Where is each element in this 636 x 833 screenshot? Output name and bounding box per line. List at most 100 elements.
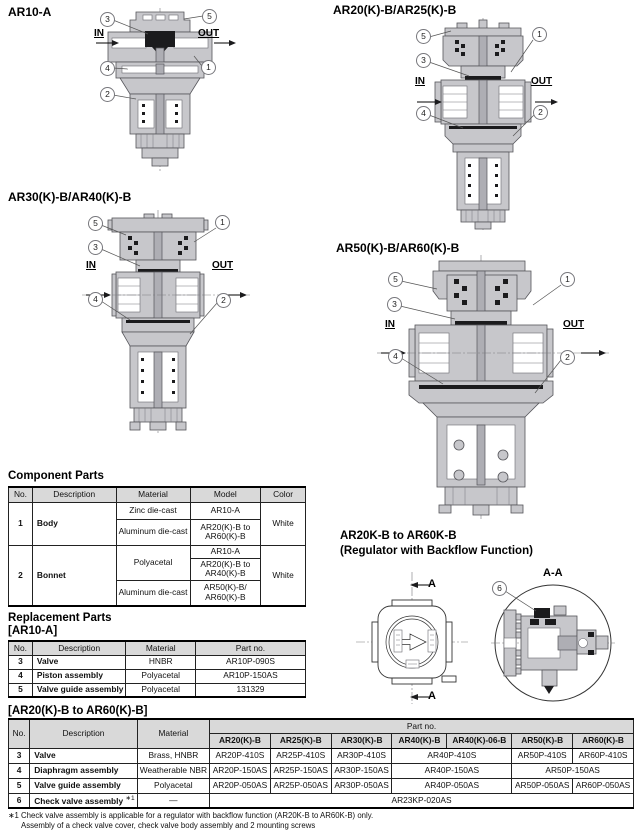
callout-1: 1 xyxy=(560,272,575,287)
replacement-parts-heading: Replacement Parts xyxy=(8,612,112,624)
table-cell-model: AR10-A xyxy=(189,544,262,559)
section-view-label: A-A xyxy=(543,567,563,579)
callout-1: 1 xyxy=(201,60,216,75)
table-cell-part-no: AR25P-150AS xyxy=(269,762,332,779)
table-cell-description: Valve xyxy=(31,654,127,670)
callout-5: 5 xyxy=(202,9,217,24)
column-header-no: No. xyxy=(7,718,31,749)
column-header-description: Description xyxy=(29,718,138,749)
table-row: 4 Diaphragm assembly Weatherable NBR AR2… xyxy=(7,762,634,779)
callout-3: 3 xyxy=(100,12,115,27)
in-port-label: IN xyxy=(385,319,395,330)
callout-1: 1 xyxy=(532,27,547,42)
component-parts-heading: Component Parts xyxy=(8,470,104,482)
ar30-cross-section-drawing xyxy=(82,210,250,434)
column-header-material: Material xyxy=(115,486,191,503)
in-port-label: IN xyxy=(415,76,425,87)
replacement-parts-subheading: [AR10-A] xyxy=(8,625,58,637)
table-cell-description: Bonnet xyxy=(31,544,117,607)
table-cell-part-no: AR50P-410S xyxy=(511,747,574,764)
diagram-title-ar10: AR10-A xyxy=(8,5,52,19)
diagram-ar10: 3 5 4 1 2 IN OUT xyxy=(86,6,238,176)
callout-3: 3 xyxy=(387,297,402,312)
column-header-model: AR60(K)-B xyxy=(572,732,634,749)
table-cell-description: Valve guide assembly xyxy=(29,777,138,794)
table-cell-description: Body xyxy=(31,501,117,546)
table-row: 5 Valve guide assembly Polyacetal 131329 xyxy=(8,682,307,698)
callout-4: 4 xyxy=(416,106,431,121)
footnote-line2: Assembly of a check valve cover, check v… xyxy=(21,821,316,830)
table-cell-description: Valve xyxy=(29,747,138,764)
footnote-marker: ∗1 xyxy=(125,794,135,802)
in-port-label: IN xyxy=(86,260,96,271)
diagram-title-ar30: AR30(K)-B/AR40(K)-B xyxy=(8,190,132,204)
table-cell-model: AR10-A xyxy=(189,501,262,520)
column-header-no: No. xyxy=(8,486,33,503)
table-cell-part-no: AR40P-150AS xyxy=(391,762,513,779)
backflow-heading-line1: AR20K-B to AR60K-B xyxy=(340,530,457,542)
callout-5: 5 xyxy=(388,272,403,287)
table-cell-no: 6 xyxy=(7,792,31,809)
callout-5: 5 xyxy=(88,216,103,231)
callout-6: 6 xyxy=(492,581,507,596)
table-cell-part-no: AR40P-410S xyxy=(391,747,513,764)
table-cell-part-no: AR50P-050AS xyxy=(511,777,574,794)
table-cell-material: Polyacetal xyxy=(125,682,196,698)
column-header-model: Model xyxy=(189,486,262,503)
callout-2: 2 xyxy=(216,293,231,308)
table-row: 3 Valve Brass, HNBR AR20P-410S AR25P-410… xyxy=(7,747,634,764)
table-cell-description: Piston assembly xyxy=(31,668,127,684)
callout-2: 2 xyxy=(100,87,115,102)
column-header-description: Description xyxy=(31,486,117,503)
ar50-cross-section-drawing xyxy=(377,255,609,519)
table-cell-part-no: AR20P-150AS xyxy=(209,762,271,779)
table-cell-no: 5 xyxy=(8,682,33,698)
column-header-description: Description xyxy=(31,640,127,656)
table-row: 3 Valve HNBR AR10P-090S xyxy=(8,654,307,670)
table-cell-material: Aluminum die-cast xyxy=(115,518,191,546)
table-cell-model: AR50(K)-B/ AR60(K)-B xyxy=(189,579,262,607)
table-row: 4 Piston assembly Polyacetal AR10P-150AS xyxy=(8,668,307,684)
backflow-heading-line2: (Regulator with Backflow Function) xyxy=(340,545,533,557)
table-cell-no: 3 xyxy=(8,654,33,670)
footnote-line1: ∗1 Check valve assembly is applicable fo… xyxy=(8,811,374,820)
table-row: 6 Check valve assembly ∗1 — AR23KP-020AS xyxy=(7,792,634,809)
component-parts-table: No. Description Material Model Color 1 B… xyxy=(8,486,306,607)
column-header-model: AR40(K)-06-B xyxy=(446,732,513,749)
table-cell-part-no: AR30P-410S xyxy=(330,747,393,764)
table-cell-part-no: AR10P-150AS xyxy=(194,668,307,684)
callout-5: 5 xyxy=(416,29,431,44)
table-cell-no: 2 xyxy=(8,544,33,607)
table-cell-material: Zinc die-cast xyxy=(115,501,191,520)
callout-4: 4 xyxy=(88,292,103,307)
table-cell-color: White xyxy=(260,544,306,607)
replacement-parts-table: No. Description Material Part no. 3 Valv… xyxy=(8,640,307,698)
diagram-title-ar50: AR50(K)-B/AR60(K)-B xyxy=(336,241,460,255)
callout-4: 4 xyxy=(388,349,403,364)
table-cell-material: Polyacetal xyxy=(136,777,211,794)
table-cell-part-no: AR60P-410S xyxy=(572,747,634,764)
column-header-part-no: Part no. xyxy=(209,718,634,734)
table-cell-material: — xyxy=(136,792,211,809)
out-port-label: OUT xyxy=(198,28,220,39)
backflow-drawing xyxy=(356,572,615,704)
table-cell-part-no: AR50P-150AS xyxy=(511,762,634,779)
table-cell-description: Diaphragm assembly xyxy=(29,762,138,779)
table-cell-model: AR20(K)-B to AR40(K)-B xyxy=(189,557,262,581)
table-cell-no: 4 xyxy=(8,668,33,684)
table-cell-material: HNBR xyxy=(125,654,196,670)
callout-2: 2 xyxy=(560,350,575,365)
column-header-model: AR25(K)-B xyxy=(269,732,332,749)
callout-3: 3 xyxy=(88,240,103,255)
in-port-label: IN xyxy=(94,28,104,39)
table-cell-part-no: AR30P-150AS xyxy=(330,762,393,779)
table-cell-part-no: AR20P-050AS xyxy=(209,777,271,794)
out-port-label: OUT xyxy=(531,76,553,87)
table-cell-no: 4 xyxy=(7,762,31,779)
table-cell-material: Brass, HNBR xyxy=(136,747,211,764)
table-cell-no: 1 xyxy=(8,501,33,546)
column-header-material: Material xyxy=(136,718,211,749)
callout-3: 3 xyxy=(416,53,431,68)
table-cell-model: AR20(K)-B to AR60(K)-B xyxy=(189,518,262,546)
